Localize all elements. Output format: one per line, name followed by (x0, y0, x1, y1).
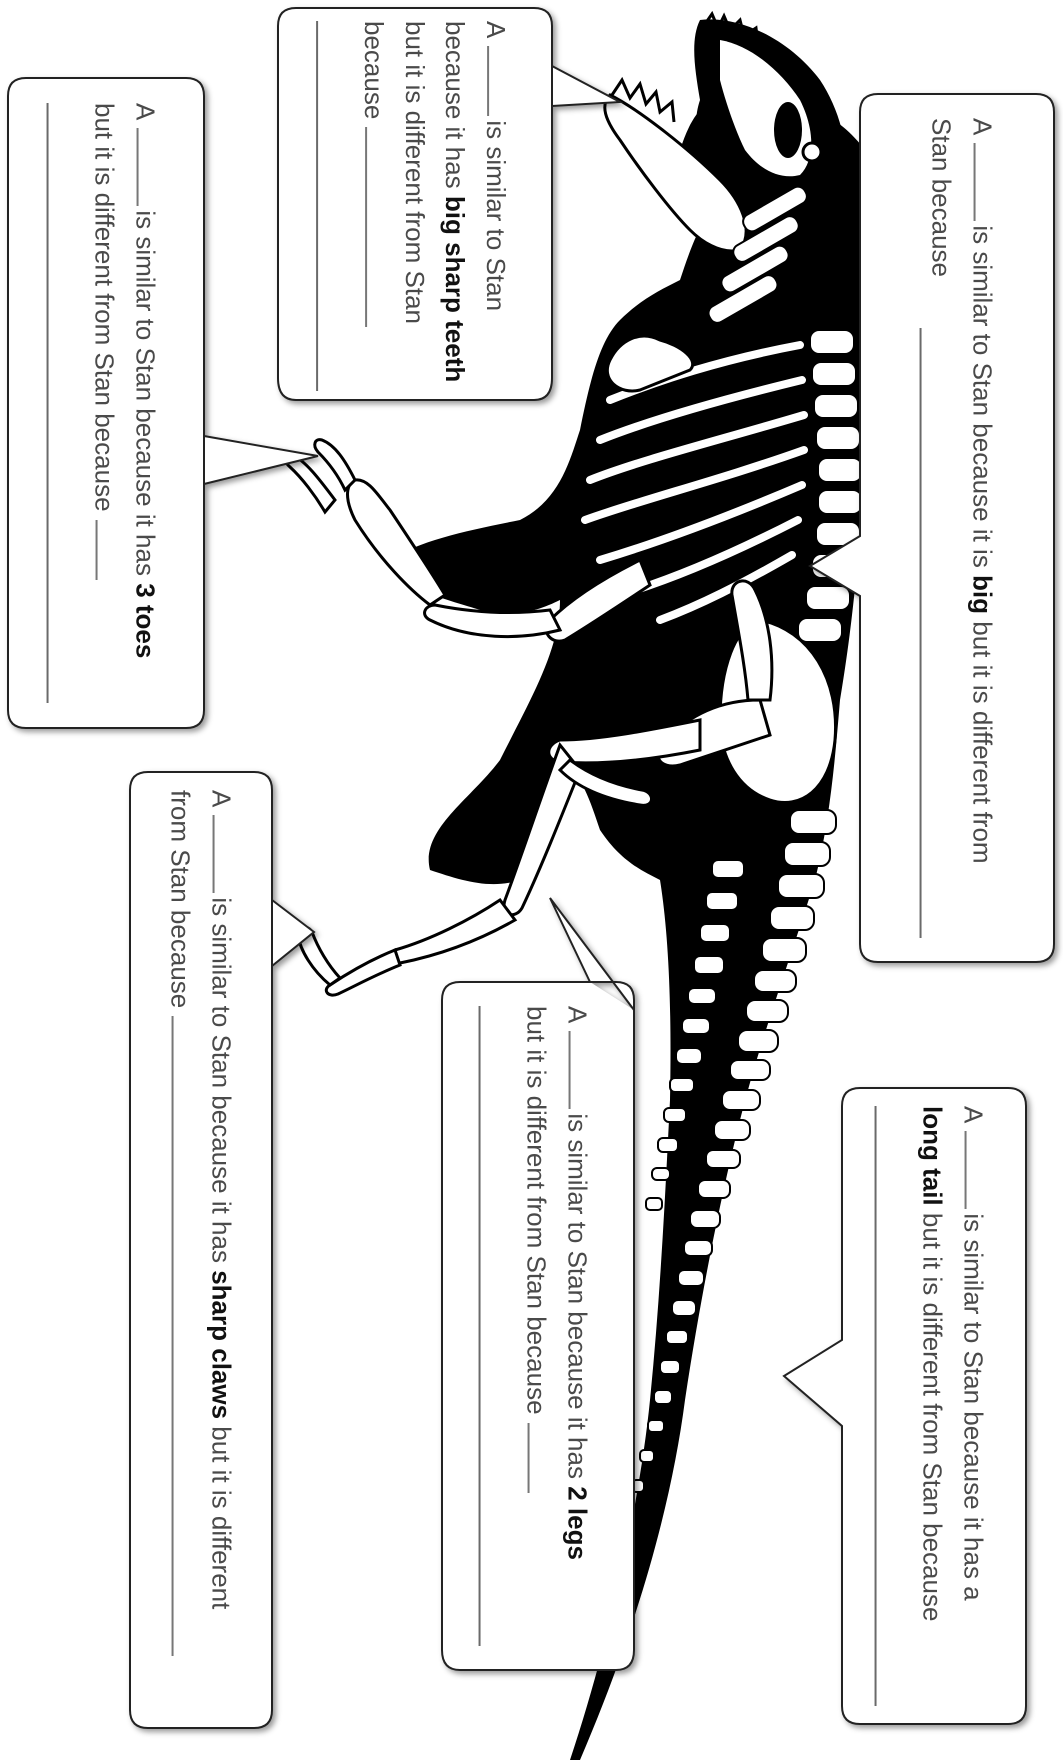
answer-line[interactable] (919, 328, 957, 938)
answer-line[interactable] (365, 127, 368, 327)
answer-line[interactable] (46, 103, 84, 703)
trait-label: big sharp teeth (441, 196, 471, 382)
answer-line[interactable] (874, 1106, 912, 1706)
bubble-teeth: Ais similar to Stan because it has big s… (276, 6, 556, 406)
blank-prefix: A (959, 1106, 989, 1123)
blank-prefix: A (481, 21, 511, 38)
blank-prefix: A (563, 1006, 593, 1023)
answer-blank[interactable] (137, 128, 140, 206)
bubble-big: Ais similar to Stan because it is big bu… (858, 86, 1063, 970)
answer-blank[interactable] (569, 1031, 572, 1109)
answer-blank[interactable] (213, 815, 216, 893)
answer-blank[interactable] (974, 143, 977, 221)
trait-label: 3 toes (131, 583, 161, 658)
blank-prefix: A (968, 118, 998, 135)
blank-prefix: A (131, 103, 161, 120)
trait-label: big (968, 575, 998, 614)
trait-label: sharp claws (207, 1270, 237, 1419)
answer-line[interactable] (478, 1006, 516, 1646)
answer-line[interactable] (316, 21, 354, 391)
blank-prefix: A (207, 790, 237, 807)
answer-line[interactable] (96, 520, 99, 580)
trait-label: 2 legs (563, 1486, 593, 1560)
trait-label: long tail (918, 1106, 948, 1206)
bubble-claws: Ais similar to Stan because it has sharp… (128, 770, 274, 1730)
answer-blank[interactable] (487, 46, 490, 116)
answer-blank[interactable] (965, 1131, 968, 1209)
answer-line[interactable] (528, 1423, 531, 1493)
bubble-toes: Ais similar to Stan because it has 3 toe… (6, 76, 206, 730)
bubble-tail: Ais similar to Stan because it has a lon… (840, 1086, 1028, 1726)
bubble-legs: Ais similar to Stan because it has 2 leg… (440, 980, 636, 1672)
answer-line[interactable] (172, 1016, 175, 1656)
